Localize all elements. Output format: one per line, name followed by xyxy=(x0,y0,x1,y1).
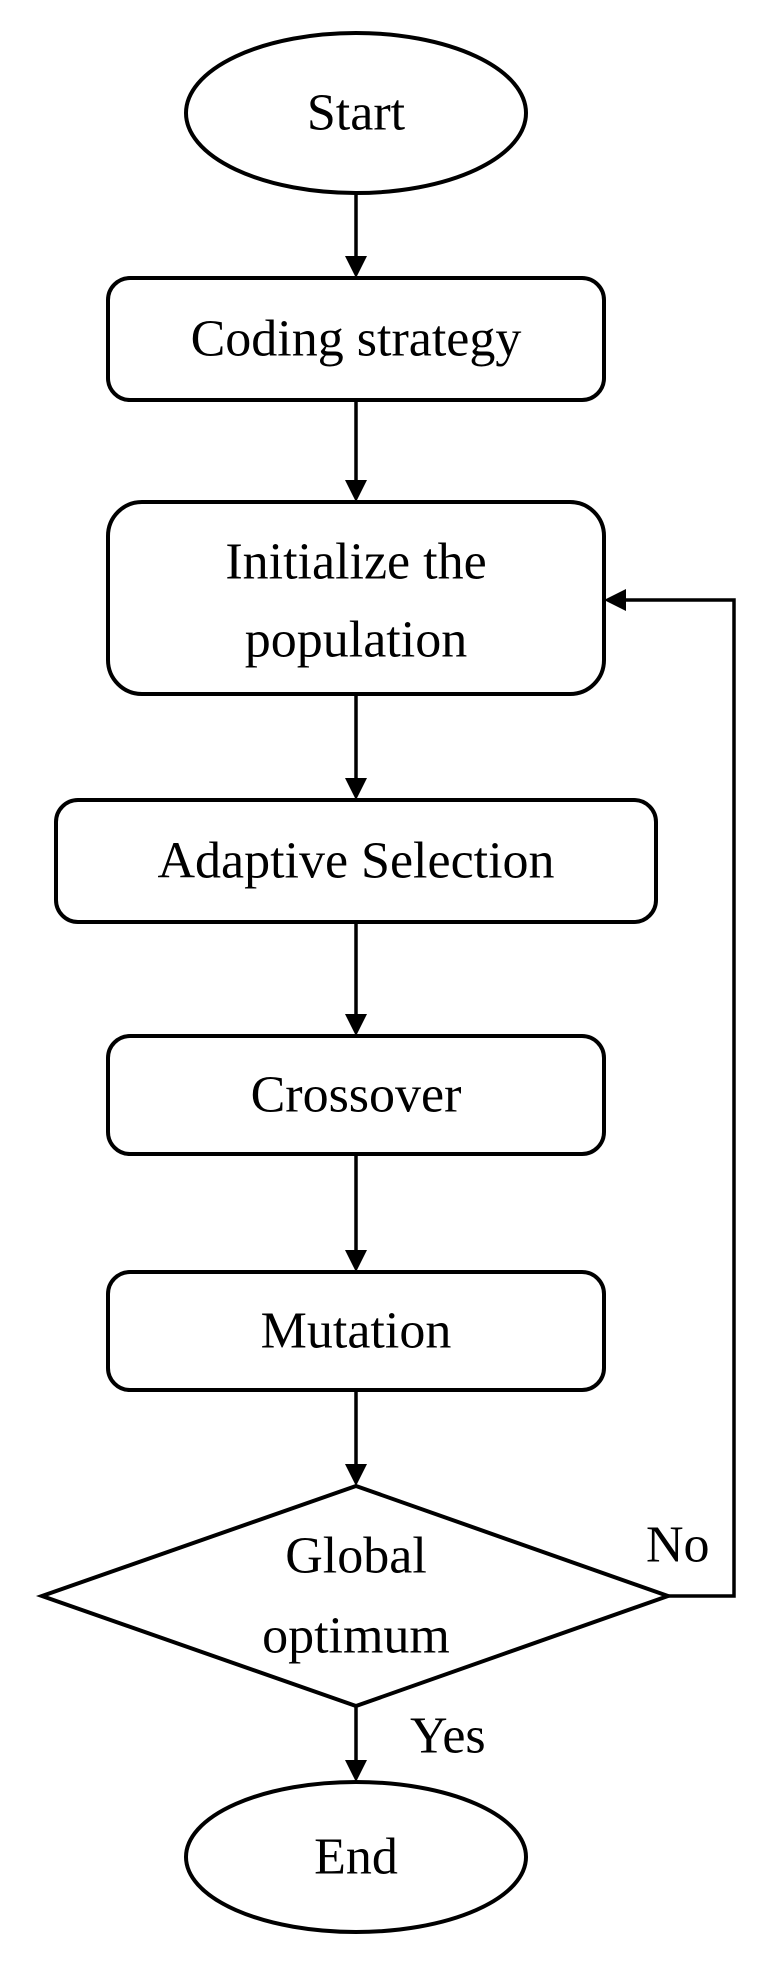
yes-edge-label: Yes xyxy=(410,1708,486,1765)
arrowhead-selection-to-crossover xyxy=(345,1014,367,1036)
no-edge-label: No xyxy=(646,1517,710,1574)
initialize-population-label-line2: population xyxy=(245,612,467,669)
arrowhead-no-loop-to-init xyxy=(604,589,626,611)
mutation-label: Mutation xyxy=(261,1303,452,1360)
arrowhead-init-to-selection xyxy=(345,778,367,800)
initialize-population-label-line1: Initialize the xyxy=(225,534,486,591)
adaptive-selection-label: Adaptive Selection xyxy=(157,833,554,890)
start-label: Start xyxy=(307,85,406,142)
end-label: End xyxy=(314,1829,398,1886)
end-node xyxy=(184,1780,528,1934)
global-optimum-decision xyxy=(35,1483,675,1709)
arrowhead-crossover-to-mutation xyxy=(345,1250,367,1272)
crossover-label: Crossover xyxy=(251,1067,462,1124)
coding-strategy-label: Coding strategy xyxy=(191,311,522,368)
arrowhead-mutation-to-decision xyxy=(345,1464,367,1486)
arrowhead-coding-to-init xyxy=(345,480,367,502)
global-optimum-label-line2: optimum xyxy=(262,1608,450,1665)
global-optimum-label-line1: Global xyxy=(285,1528,427,1585)
arrowhead-yes-to-end xyxy=(345,1760,367,1782)
arrowhead-start-to-coding xyxy=(345,256,367,278)
arrow-no-loop-to-init xyxy=(624,598,736,1598)
